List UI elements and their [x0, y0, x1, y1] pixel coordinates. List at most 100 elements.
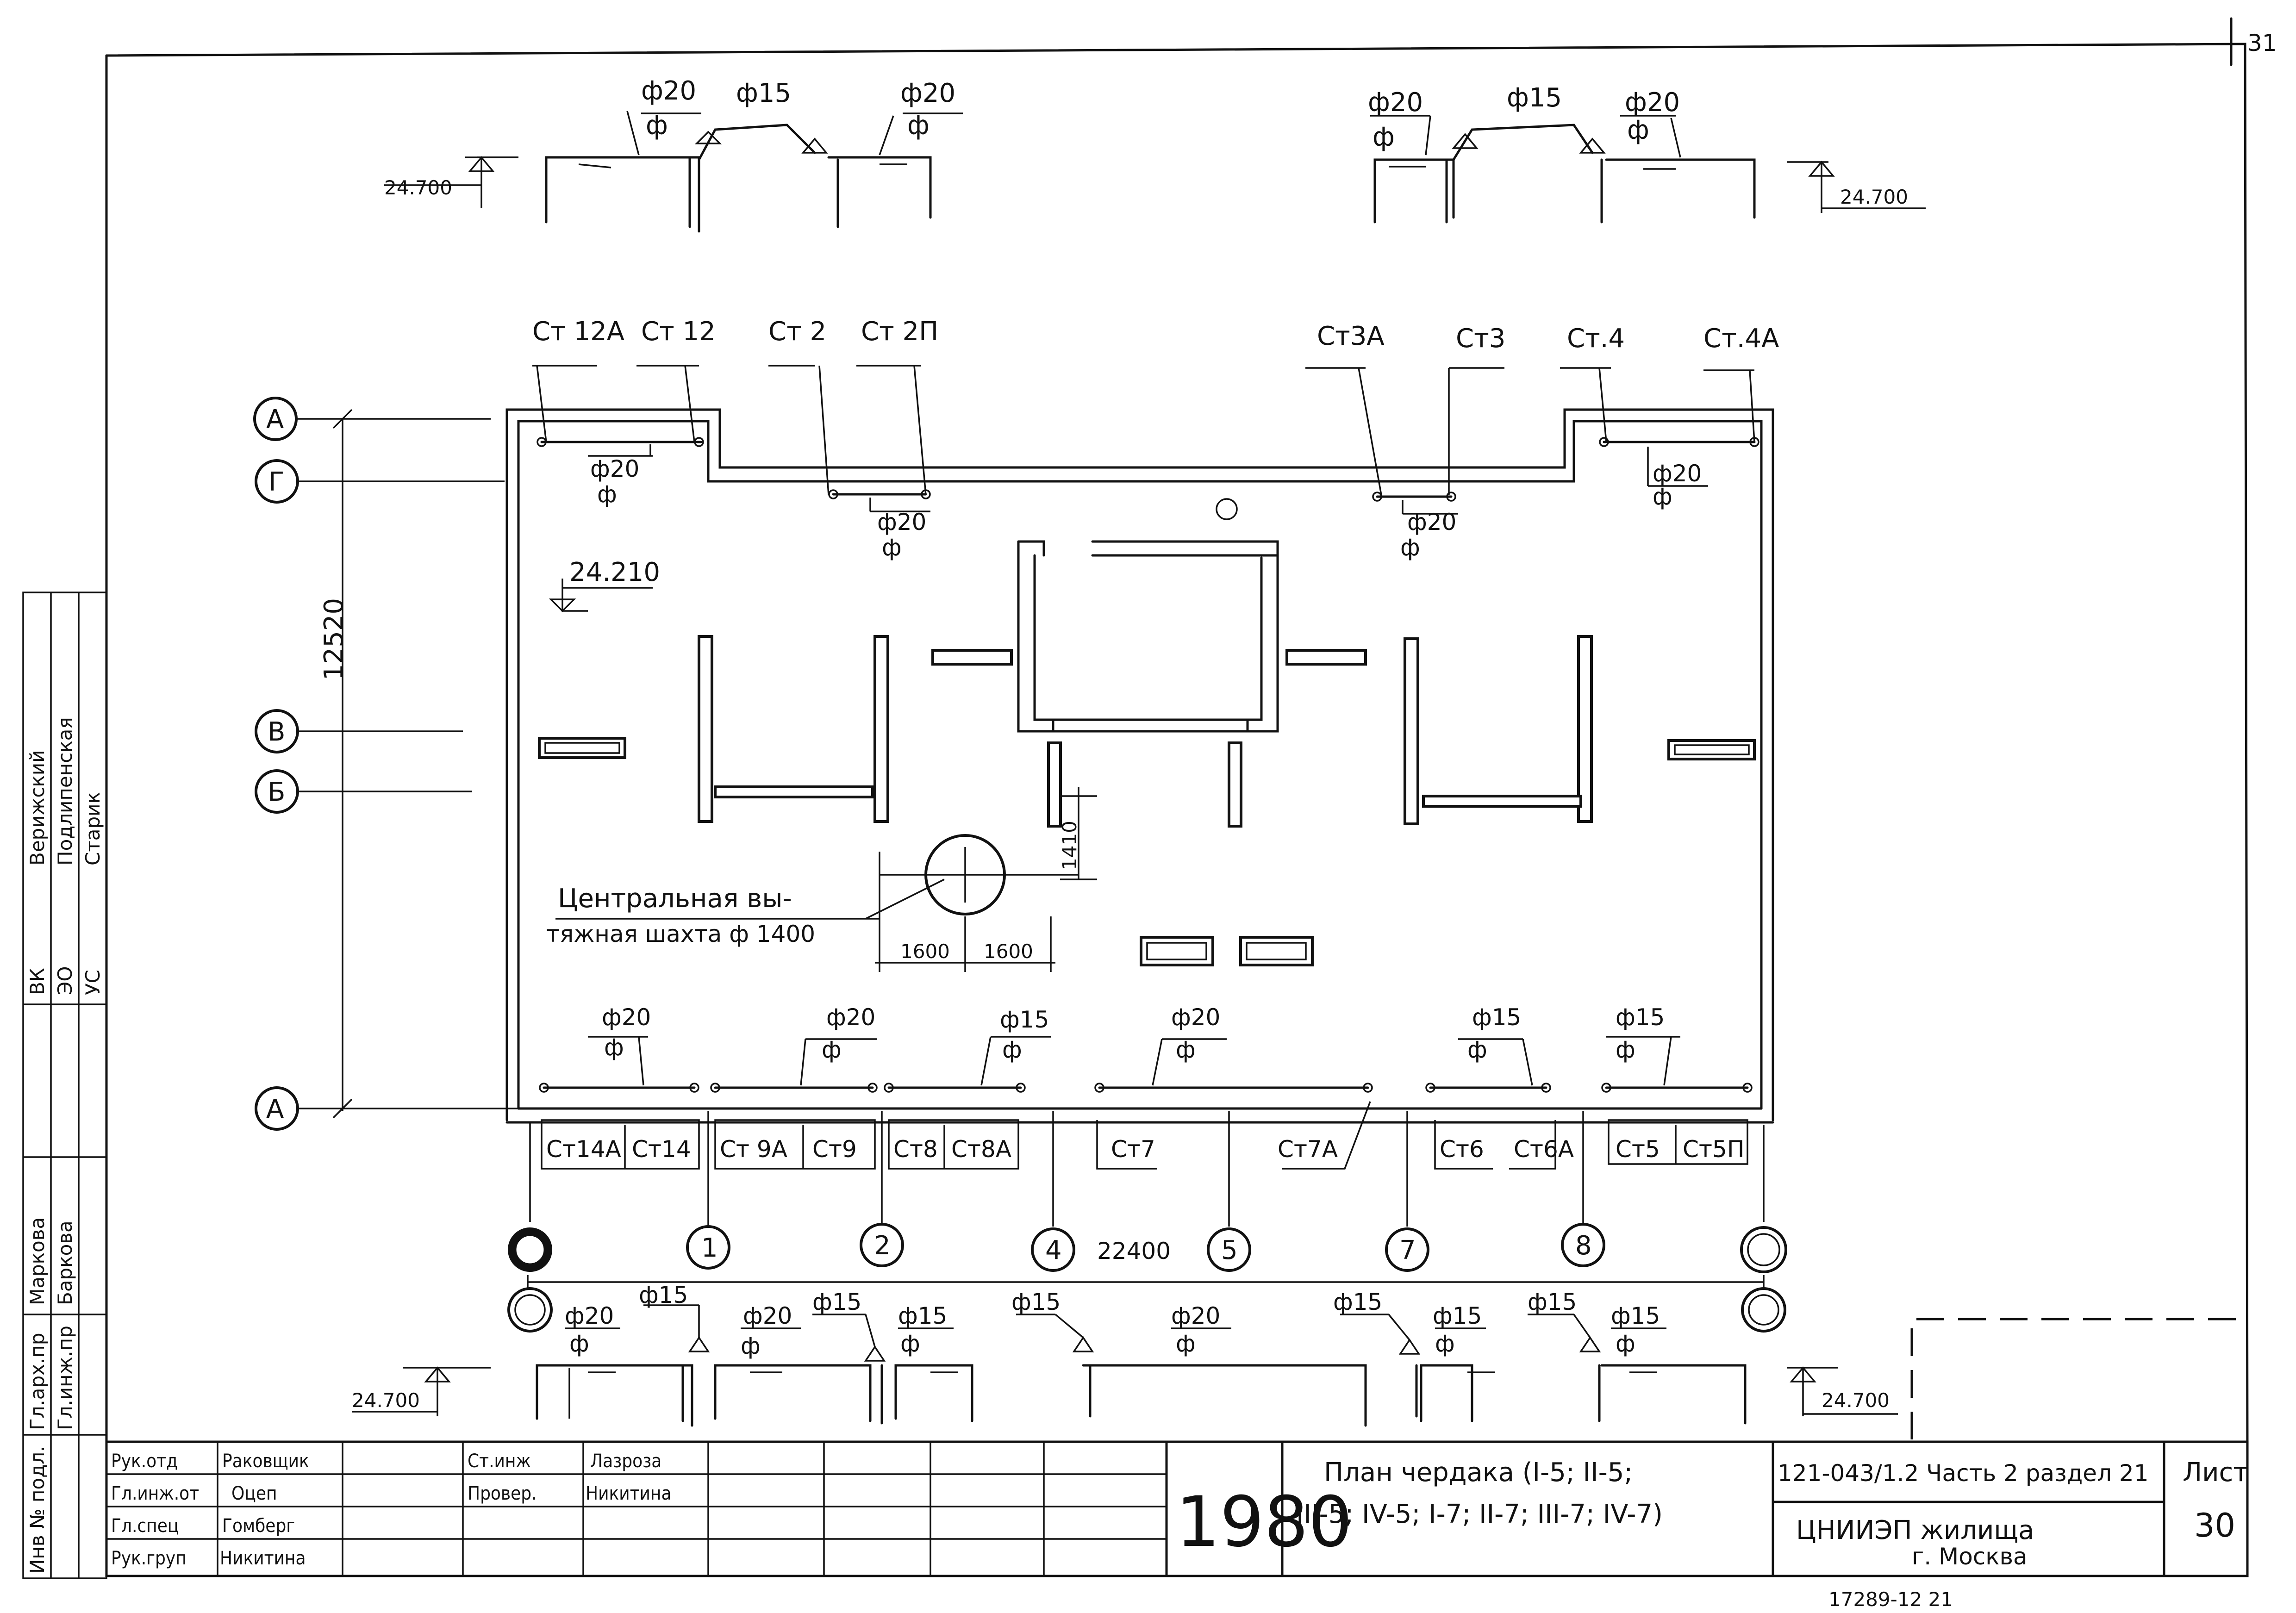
pt-d20-2: ф20	[877, 509, 926, 536]
tb-role-3: Гл.спец	[111, 1515, 179, 1537]
pb-f-2: ф	[822, 1036, 842, 1063]
pb-f-5: ф	[1467, 1036, 1487, 1063]
tb-name-4: Никитина	[220, 1548, 306, 1569]
stand-7: Ст7	[1111, 1136, 1155, 1163]
bs-level-right: 24.700	[1822, 1389, 1890, 1412]
bs-f-1: ф	[569, 1330, 589, 1357]
attic-plan	[505, 408, 1774, 1124]
pt-d20-1: ф20	[590, 455, 639, 482]
sheet-frame	[105, 17, 2249, 1459]
stand-9: Ст9	[812, 1136, 857, 1163]
tb-title-2: III-5; IV-5; I-7; II-7; III-7; IV-7)	[1296, 1499, 1663, 1529]
stand-6: Ст6	[1440, 1136, 1484, 1163]
dim-22400: 22400	[1097, 1238, 1171, 1264]
pt-f-4: ф	[1653, 483, 1672, 510]
pb-d-5: ф15	[1472, 1004, 1521, 1031]
shaft-caption-1: Центральная вы-	[558, 884, 792, 914]
stand-6a: Ст6А	[1514, 1136, 1574, 1163]
axis-letter-lines	[296, 409, 528, 1119]
tb-name2-1: Лазроза	[590, 1451, 661, 1472]
pt-f-3: ф	[1400, 534, 1420, 561]
dim-12520: 12520	[319, 598, 349, 680]
axis-7: 7	[1385, 1227, 1429, 1272]
axis-4: 4	[1031, 1227, 1075, 1272]
pt-d20-3: ф20	[1407, 509, 1456, 536]
axis-end-left-2	[507, 1287, 553, 1333]
tr-fa: ф	[1373, 122, 1395, 152]
axis-5: 5	[1207, 1227, 1251, 1272]
tl-level: 24.700	[384, 176, 452, 199]
bs-d-3: ф20	[743, 1302, 792, 1329]
pb-d-6: ф15	[1616, 1004, 1665, 1031]
tb-role2-2: Провер.	[468, 1483, 537, 1504]
pb-f-1: ф	[604, 1034, 624, 1061]
tb-sheet-number: 30	[2194, 1507, 2235, 1544]
svg-text:А: А	[266, 1094, 284, 1124]
stand-8: Ст8	[893, 1136, 938, 1163]
tb-role-2: Гл.инж.от	[111, 1483, 199, 1504]
svg-text:4: 4	[1045, 1235, 1062, 1265]
dashed-frame	[1910, 1318, 2250, 1439]
stamp-markova: Маркова	[26, 1217, 49, 1305]
stamp-barkova: Баркова	[54, 1221, 76, 1305]
stamp-name-3: Старик	[81, 792, 104, 866]
stand-5: Ст5	[1616, 1136, 1660, 1163]
axis-end-left	[508, 1227, 552, 1272]
tb-org-2: г. Москва	[1912, 1543, 2028, 1570]
bottom-section	[352, 1304, 1898, 1427]
svg-text:8: 8	[1575, 1231, 1592, 1261]
pb-d-2: ф20	[826, 1004, 875, 1031]
stand-8a: Ст8А	[951, 1136, 1011, 1163]
stamp-inv: Инв № подл.	[26, 1446, 49, 1574]
pb-f-3: ф	[1002, 1036, 1022, 1063]
stand-5p: Ст5П	[1683, 1136, 1744, 1163]
tb-name-1: Раковщик	[222, 1451, 309, 1472]
svg-text:А: А	[266, 405, 284, 435]
bs-d-8: ф15	[1333, 1289, 1382, 1315]
tl-d20b: ф20	[900, 78, 955, 108]
tb-doc-code: 121-043/1.2 Часть 2 раздел 21	[1778, 1460, 2149, 1487]
top-left-section	[384, 111, 963, 233]
tr-level: 24.700	[1840, 186, 1908, 208]
tb-title-1: План чердака (I-5; II-5;	[1324, 1457, 1633, 1488]
title-block	[105, 1440, 2249, 1577]
stamp-role-2: Гл.инж.пр	[54, 1326, 76, 1430]
tl-d15: ф15	[736, 78, 791, 108]
tr-d20a: ф20	[1368, 87, 1423, 118]
svg-text:2: 2	[874, 1231, 891, 1261]
stamp-name-2: Подлипенская	[54, 717, 76, 866]
top-right-section	[1370, 115, 1926, 224]
stamp-vk: ВК	[26, 968, 49, 995]
bs-f-9: ф	[1435, 1330, 1455, 1357]
svg-text:Г: Г	[268, 467, 284, 497]
svg-text:В: В	[268, 717, 285, 747]
tb-org-1: ЦНИИЭП жилища	[1796, 1515, 2034, 1545]
stamp-us: УС	[81, 970, 104, 995]
stamp-name-1: Верижский	[26, 750, 49, 866]
footer-number: 17289-12 21	[1828, 1588, 1953, 1611]
pb-d-1: ф20	[602, 1004, 651, 1031]
axis-b: Б	[255, 769, 299, 814]
pb-f-6: ф	[1616, 1036, 1635, 1063]
plan-top-pipes	[537, 437, 1759, 515]
axis-end-right	[1740, 1226, 1787, 1273]
tb-name-2: Оцеп	[231, 1483, 277, 1504]
axis-number-lines	[527, 1111, 1765, 1291]
dim-1600a: 1600	[900, 940, 950, 963]
tr-d15: ф15	[1507, 83, 1562, 113]
side-stamp	[22, 592, 107, 1579]
pb-f-4: ф	[1176, 1036, 1196, 1063]
stand-3a: Ст3А	[1317, 321, 1385, 351]
bottom-stand-boxes	[541, 1101, 1748, 1170]
top-stand-leaders	[532, 365, 1755, 498]
tb-role-1: Рук.отд	[111, 1451, 178, 1472]
corner-mark: 31	[2247, 30, 2277, 56]
pt-f-2: ф	[882, 534, 902, 561]
stamp-eo: ЭО	[54, 966, 76, 995]
pb-d-4: ф20	[1171, 1004, 1220, 1031]
stamp-role-1: Гл.арх.пр	[26, 1333, 49, 1430]
svg-text:Б: Б	[268, 777, 285, 807]
pt-d20-4: ф20	[1653, 460, 1702, 487]
axis-a-bottom: А	[255, 1086, 299, 1131]
